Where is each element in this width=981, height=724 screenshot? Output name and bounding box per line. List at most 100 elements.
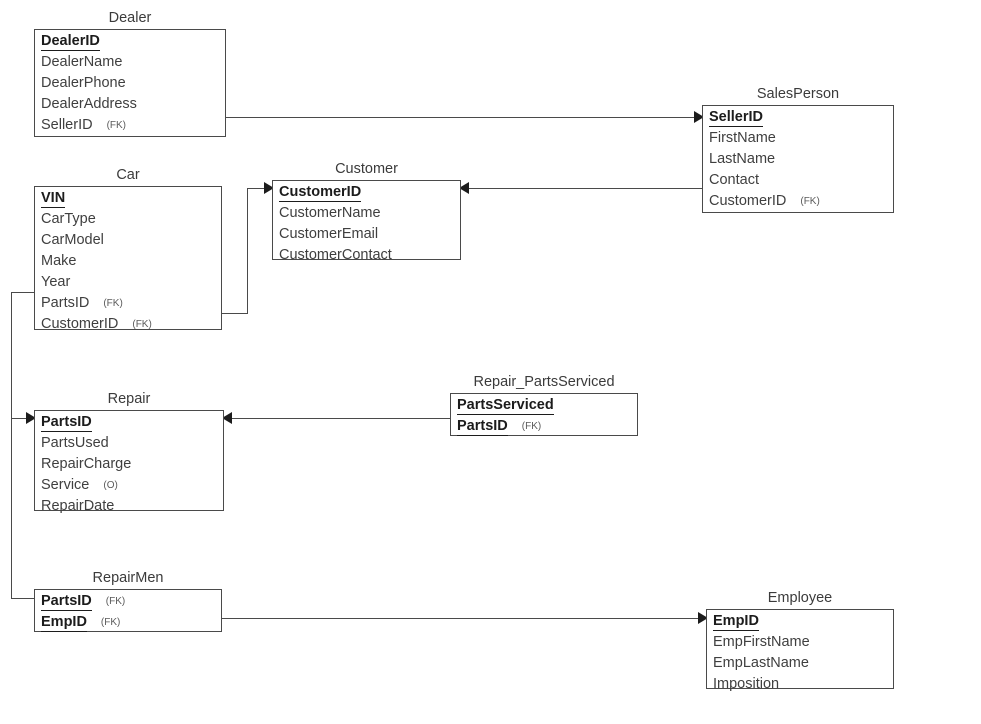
- attribute-row: CarModel: [35, 230, 221, 251]
- attribute-tag: (O): [103, 480, 118, 491]
- attribute-row: CustomerName: [273, 203, 460, 224]
- connector-salesperson-to-customer: [461, 188, 702, 189]
- attribute-row: DealerAddress: [35, 94, 225, 115]
- attribute-name: LastName: [709, 151, 776, 167]
- attribute-name: EmpID: [41, 614, 87, 632]
- entity-title-repair: Repair: [107, 391, 151, 407]
- attribute-name: EmpFirstName: [713, 634, 810, 650]
- attribute-name: DealerID: [41, 33, 100, 51]
- connector-car-customerid-riser: [247, 188, 248, 314]
- attribute-row: PartsID (FK): [451, 416, 637, 437]
- attribute-row: SellerID(FK): [35, 115, 225, 136]
- attribute-row: PartsServiced: [451, 395, 637, 416]
- attribute-row: Contact: [703, 170, 893, 191]
- attribute-row: VIN: [35, 188, 221, 209]
- attribute-name: CarModel: [41, 232, 104, 248]
- connector-car-partsid-stub: [11, 292, 34, 293]
- connector-car-partsid-to-repair: [11, 418, 34, 419]
- entity-title-car: Car: [116, 167, 140, 183]
- attribute-row: PartsID (FK): [35, 591, 221, 612]
- attribute-row: CustomerID (FK): [703, 191, 893, 212]
- attribute-row: CustomerContact: [273, 245, 460, 266]
- arrowhead-repair-partsid-right: [222, 412, 232, 424]
- entity-title-salesperson: SalesPerson: [756, 86, 840, 102]
- attribute-name: CustomerID: [279, 184, 362, 202]
- connector-car-partsid-to-repairmen: [11, 598, 34, 599]
- attribute-row: EmpID (FK): [35, 612, 221, 633]
- attribute-row: PartsID(FK): [35, 293, 221, 314]
- attribute-row: DealerPhone: [35, 73, 225, 94]
- attribute-name: PartsUsed: [41, 435, 109, 451]
- entity-title-repairmen: RepairMen: [92, 570, 164, 586]
- attribute-name: RepairDate: [41, 498, 115, 514]
- attribute-name: EmpLastName: [713, 655, 809, 671]
- attribute-name: CustomerName: [279, 205, 381, 221]
- attribute-name: DealerAddress: [41, 96, 137, 112]
- attribute-row: DealerName: [35, 52, 225, 73]
- attribute-row: LastName: [703, 149, 893, 170]
- entity-title-employee: Employee: [767, 590, 833, 606]
- attribute-name: PartsID: [41, 593, 92, 611]
- arrowhead-employee-empid: [698, 612, 708, 624]
- attribute-name: PartsID: [457, 418, 508, 436]
- attribute-row: Imposition: [707, 674, 893, 695]
- attribute-row: EmpLastName: [707, 653, 893, 674]
- arrowhead-customer-customerid: [264, 182, 274, 194]
- attribute-name: CustomerEmail: [279, 226, 379, 242]
- attribute-tag: (FK): [521, 421, 542, 432]
- attribute-name: CustomerID: [709, 193, 787, 209]
- attribute-name: DealerName: [41, 54, 123, 70]
- attribute-name: PartsID: [41, 414, 92, 432]
- connector-car-customerid-stub: [222, 313, 248, 314]
- attribute-name: DealerPhone: [41, 75, 126, 91]
- attribute-name: CarType: [41, 211, 96, 227]
- entity-title-repair_partsserviced: Repair_PartsServiced: [473, 374, 615, 390]
- entity-body-repairmen: PartsID (FK) EmpID (FK): [34, 589, 222, 632]
- connector-car-customerid-to-customer: [247, 188, 272, 189]
- connector-car-partsid-trunk: [11, 292, 12, 598]
- attribute-row: PartsUsed: [35, 433, 223, 454]
- entity-title-dealer: Dealer: [108, 10, 152, 26]
- attribute-row: Year: [35, 272, 221, 293]
- attribute-row: RepairDate: [35, 496, 223, 517]
- attribute-row: EmpID: [707, 611, 893, 632]
- attribute-row: SellerID: [703, 107, 893, 128]
- attribute-row: Make: [35, 251, 221, 272]
- attribute-name: PartsID: [41, 295, 90, 311]
- attribute-name: Service: [41, 477, 90, 493]
- connector-dealer-to-salesperson: [226, 117, 702, 118]
- attribute-name: RepairCharge: [41, 456, 132, 472]
- entity-title-customer: Customer: [335, 161, 398, 177]
- attribute-row: EmpFirstName: [707, 632, 893, 653]
- attribute-row: CarType: [35, 209, 221, 230]
- attribute-tag: (FK): [100, 617, 121, 628]
- attribute-name: Contact: [709, 172, 759, 188]
- attribute-row: DealerID: [35, 31, 225, 52]
- attribute-name: Imposition: [713, 676, 780, 692]
- attribute-name: EmpID: [713, 613, 759, 631]
- arrowhead-customer-right: [459, 182, 469, 194]
- attribute-name: FirstName: [709, 130, 776, 146]
- attribute-tag: (FK): [800, 196, 820, 207]
- connector-repairpartsserviced-to-repair: [224, 418, 450, 419]
- attribute-name: Year: [41, 274, 71, 290]
- attribute-tag: (FK): [105, 596, 126, 607]
- arrowhead-salesperson-sellerid: [694, 111, 704, 123]
- attribute-row: CustomerID(FK): [35, 314, 221, 335]
